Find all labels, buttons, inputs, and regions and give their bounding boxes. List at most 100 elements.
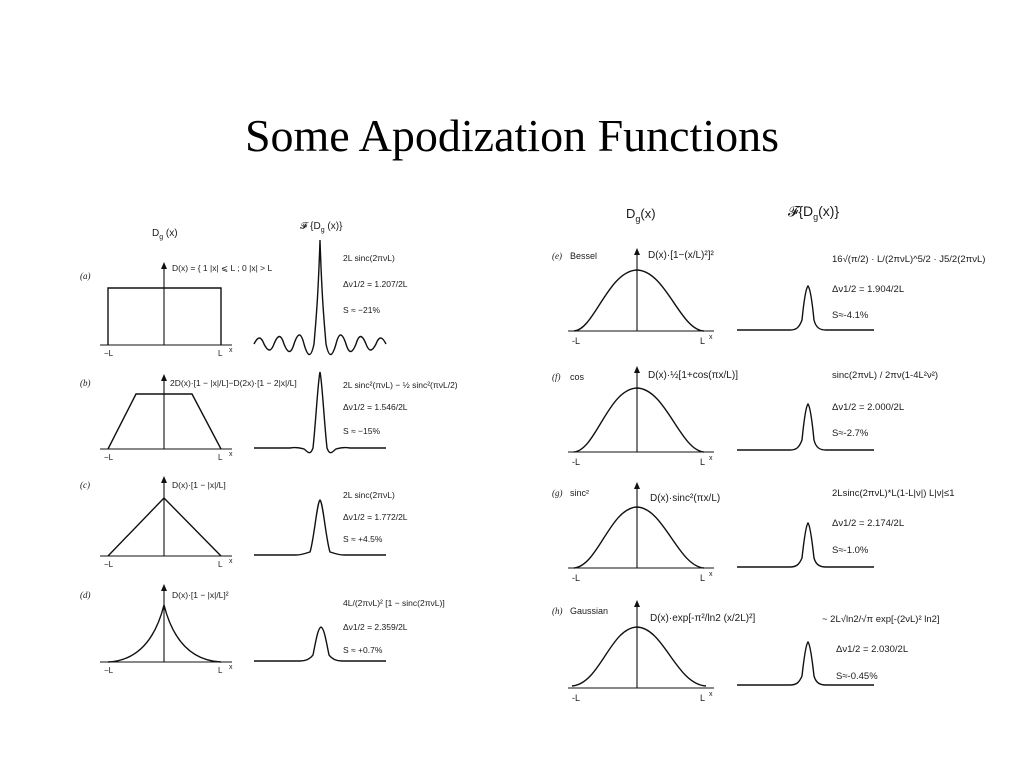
panel-d-y-arrow (161, 584, 167, 591)
panel-h-minus-L: -L (572, 693, 580, 703)
panel-d-ft-curve (254, 626, 386, 662)
panel-d-tag: (d) (80, 590, 91, 600)
panel-h-name: Gaussian (570, 606, 608, 616)
panel-c-ft-expr: 2L sinc(2πνL) (343, 490, 395, 500)
panel-b-ft-expr: 2L sinc²(πνL) − ½ sinc²(πνL/2) (343, 380, 458, 390)
panel-e-y-arrow (634, 248, 640, 255)
panel-a: (a) D(x) = { 1 |x| ⩽ L ; 0 |x| > L −L L … (80, 239, 408, 358)
left-dg-header: Dg (x) (152, 228, 178, 241)
panel-g-sidelobe: S≈-1.0% (832, 545, 869, 556)
panel-g-x-label: x (709, 571, 713, 578)
panel-h-sidelobe: S≈-0.45% (836, 671, 878, 682)
panel-d-width: Δν1/2 = 2.359/2L (343, 622, 408, 632)
panel-a-ft-expr: 2L sinc(2πνL) (343, 253, 395, 263)
panel-g-plus-L: L (700, 573, 705, 583)
panel-g-func: D(x)·sinc²(πx/L) (650, 493, 720, 504)
panel-e-ft-curve (737, 285, 874, 331)
panel-f-name: cos (570, 372, 585, 382)
panel-h-width: Δν1/2 = 2.030/2L (836, 644, 908, 655)
panel-g-tag: (g) (552, 488, 563, 498)
panel-a-x-label: x (229, 347, 233, 354)
panel-c-tag: (c) (80, 480, 90, 490)
panel-b-width: Δν1/2 = 1.546/2L (343, 402, 408, 412)
panel-h: (h) Gaussian D(x)·exp[-π²/ln2 (x/2L)²] -… (552, 600, 940, 703)
panel-d-x-label: x (229, 664, 233, 671)
panel-g: (g) sinc² D(x)·sinc²(πx/L) -L L x 2Lsinc… (552, 482, 955, 583)
panel-d-ft-expr: 4L/(2πνL)² [1 − sinc(2πνL)] (343, 598, 445, 608)
panel-a-y-arrow (161, 262, 167, 269)
panel-b-minus-L: −L (104, 453, 114, 462)
slide-title: Some Apodization Functions (244, 110, 780, 161)
panel-f-func: D(x)·½[1+cos(πx/L)] (648, 370, 738, 381)
panel-d-minus-L: −L (104, 666, 114, 675)
panel-h-window-curve (571, 626, 707, 687)
panel-c-plus-L: L (218, 560, 223, 569)
panel-g-width: Δν1/2 = 2.174/2L (832, 518, 904, 529)
panel-d-window-curve (107, 604, 222, 663)
panel-g-minus-L: -L (572, 573, 580, 583)
panel-c-ft-curve (254, 499, 386, 556)
panel-b-func: 2D(x)·[1 − |x|/L]−D(2x)·[1 − 2|x|/L] (170, 378, 297, 388)
panel-e: (e) Bessel D(x)·[1−(x/L)²]² -L L x 16√(π… (552, 248, 985, 346)
panel-e-minus-L: -L (572, 336, 580, 346)
panel-f-y-arrow (634, 366, 640, 373)
panel-b: (b) 2D(x)·[1 − |x|/L]−D(2x)·[1 − 2|x|/L]… (80, 371, 458, 462)
panel-f-ft-expr: sinc(2πνL) / 2πν(1-4L²ν²) (832, 370, 938, 381)
panel-f: (f) cos D(x)·½[1+cos(πx/L)] -L L x sinc(… (552, 366, 938, 467)
panel-f-tag: (f) (552, 372, 561, 382)
panel-f-window-curve (573, 387, 705, 453)
panel-d: (d) D(x)·[1 − |x|/L]² −L L x 4L/(2πνL)² … (80, 584, 445, 675)
panel-g-ft-curve (737, 522, 874, 568)
panel-h-plus-L: L (700, 693, 705, 703)
left-ft-header: 𝓕 {Dg (x)} (300, 221, 343, 234)
panel-b-x-label: x (229, 451, 233, 458)
panel-e-x-label: x (709, 334, 713, 341)
panel-h-func: D(x)·exp[-π²/ln2 (x/2L)²] (650, 613, 755, 624)
panel-b-sidelobe: S ≈ −15% (343, 426, 380, 436)
panel-b-window-curve (107, 393, 222, 450)
panel-c-width: Δν1/2 = 1.772/2L (343, 512, 408, 522)
panel-b-y-arrow (161, 374, 167, 381)
panel-e-plus-L: L (700, 336, 705, 346)
panel-b-tag: (b) (80, 378, 91, 388)
panel-c-func: D(x)·[1 − |x|/L] (172, 480, 226, 490)
panel-c-minus-L: −L (104, 560, 114, 569)
panel-c-window-curve (107, 496, 222, 557)
panel-c-x-label: x (229, 558, 233, 565)
panel-f-x-label: x (709, 455, 713, 462)
panel-a-func: D(x) = { 1 |x| ⩽ L ; 0 |x| > L (172, 263, 272, 273)
panel-e-func: D(x)·[1−(x/L)²]² (648, 250, 715, 261)
panel-g-y-arrow (634, 482, 640, 489)
panel-f-sidelobe: S≈-2.7% (832, 428, 869, 439)
panel-f-ft-curve (737, 403, 874, 451)
panel-e-ft-expr: 16√(π/2) · L/(2πνL)^5/2 · J5/2(2πνL) (832, 254, 985, 265)
panel-g-window-curve (573, 506, 705, 569)
panel-e-sidelobe: S≈-4.1% (832, 310, 869, 321)
panel-h-y-arrow (634, 600, 640, 607)
panel-b-ft-curve (254, 371, 386, 454)
right-ft-header: 𝓕{Dg(x)} (788, 203, 839, 222)
panel-c-sidelobe: S ≈ +4.5% (343, 534, 383, 544)
panel-h-ft-expr: ~ 2L√ln2/√π exp[-(2νL)² ln2] (822, 614, 940, 625)
panel-f-minus-L: -L (572, 457, 580, 467)
panel-d-func: D(x)·[1 − |x|/L]² (172, 590, 229, 600)
panel-h-ft-curve (737, 641, 874, 686)
panel-e-tag: (e) (552, 251, 562, 261)
panel-a-sidelobe: S ≈ −21% (343, 305, 380, 315)
panel-f-width: Δν1/2 = 2.000/2L (832, 402, 904, 413)
panel-e-width: Δν1/2 = 1.904/2L (832, 284, 904, 295)
panel-a-window-curve (107, 287, 222, 345)
panel-e-window-curve (573, 269, 705, 332)
panel-h-tag: (h) (552, 606, 563, 616)
panel-g-ft-expr: 2Lsinc(2πνL)*L(1-L|ν|) L|ν|≤1 (832, 488, 955, 499)
panel-f-plus-L: L (700, 457, 705, 467)
panel-g-name: sinc² (570, 488, 589, 498)
panel-d-plus-L: L (218, 666, 223, 675)
panel-a-minus-L: −L (104, 349, 114, 358)
panel-h-x-label: x (709, 691, 713, 698)
panel-c: (c) D(x)·[1 − |x|/L] −L L x 2L sinc(2πνL… (80, 476, 408, 569)
panel-a-ft-curve (253, 239, 387, 356)
panel-b-plus-L: L (218, 453, 223, 462)
panel-d-sidelobe: S ≈ +0.7% (343, 645, 383, 655)
